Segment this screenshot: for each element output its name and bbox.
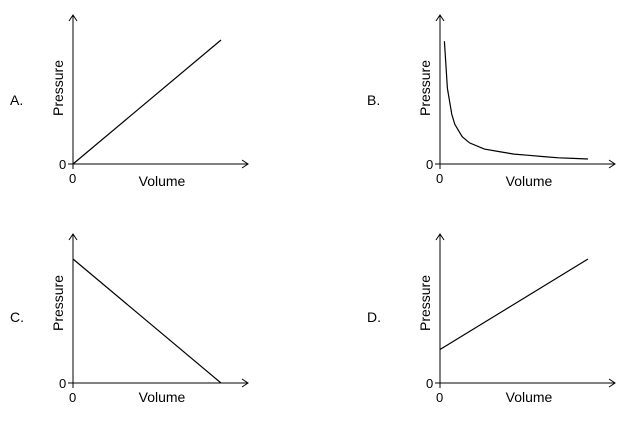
series-line-0 bbox=[72, 258, 222, 384]
x-axis-label: Volume bbox=[139, 389, 186, 405]
x-axis-arrow bbox=[241, 378, 249, 388]
y-axis-label: Pressure bbox=[417, 60, 433, 116]
x-axis-arrow bbox=[241, 159, 249, 169]
x-axis-label: Volume bbox=[506, 173, 553, 189]
y-axis-label: Pressure bbox=[50, 60, 66, 116]
series-line-0 bbox=[72, 39, 222, 165]
y-axis-label: Pressure bbox=[417, 275, 433, 331]
x-tick-label: 0 bbox=[69, 171, 76, 186]
series-line-0 bbox=[439, 258, 589, 351]
y-axis-arrow bbox=[68, 14, 78, 22]
series-line-0 bbox=[443, 41, 589, 160]
panel-letter: A. bbox=[10, 92, 23, 108]
x-tick-label: 0 bbox=[69, 390, 76, 405]
y-tick-label: 0 bbox=[426, 376, 433, 391]
y-axis-label: Pressure bbox=[50, 275, 66, 331]
x-axis-arrow bbox=[608, 378, 616, 388]
y-tick-label: 0 bbox=[59, 376, 66, 391]
x-axis-label: Volume bbox=[506, 389, 553, 405]
y-axis-arrow bbox=[435, 14, 445, 22]
x-axis-arrow bbox=[608, 159, 616, 169]
x-tick-label: 0 bbox=[436, 390, 443, 405]
y-axis-arrow bbox=[435, 233, 445, 241]
y-tick-label: 0 bbox=[59, 157, 66, 172]
panel-letter: C. bbox=[10, 309, 24, 325]
x-axis-label: Volume bbox=[139, 173, 186, 189]
x-tick-label: 0 bbox=[436, 171, 443, 186]
y-axis-arrow bbox=[68, 233, 78, 241]
y-tick-label: 0 bbox=[426, 157, 433, 172]
panel-letter: B. bbox=[367, 92, 380, 108]
panel-letter: D. bbox=[367, 309, 381, 325]
